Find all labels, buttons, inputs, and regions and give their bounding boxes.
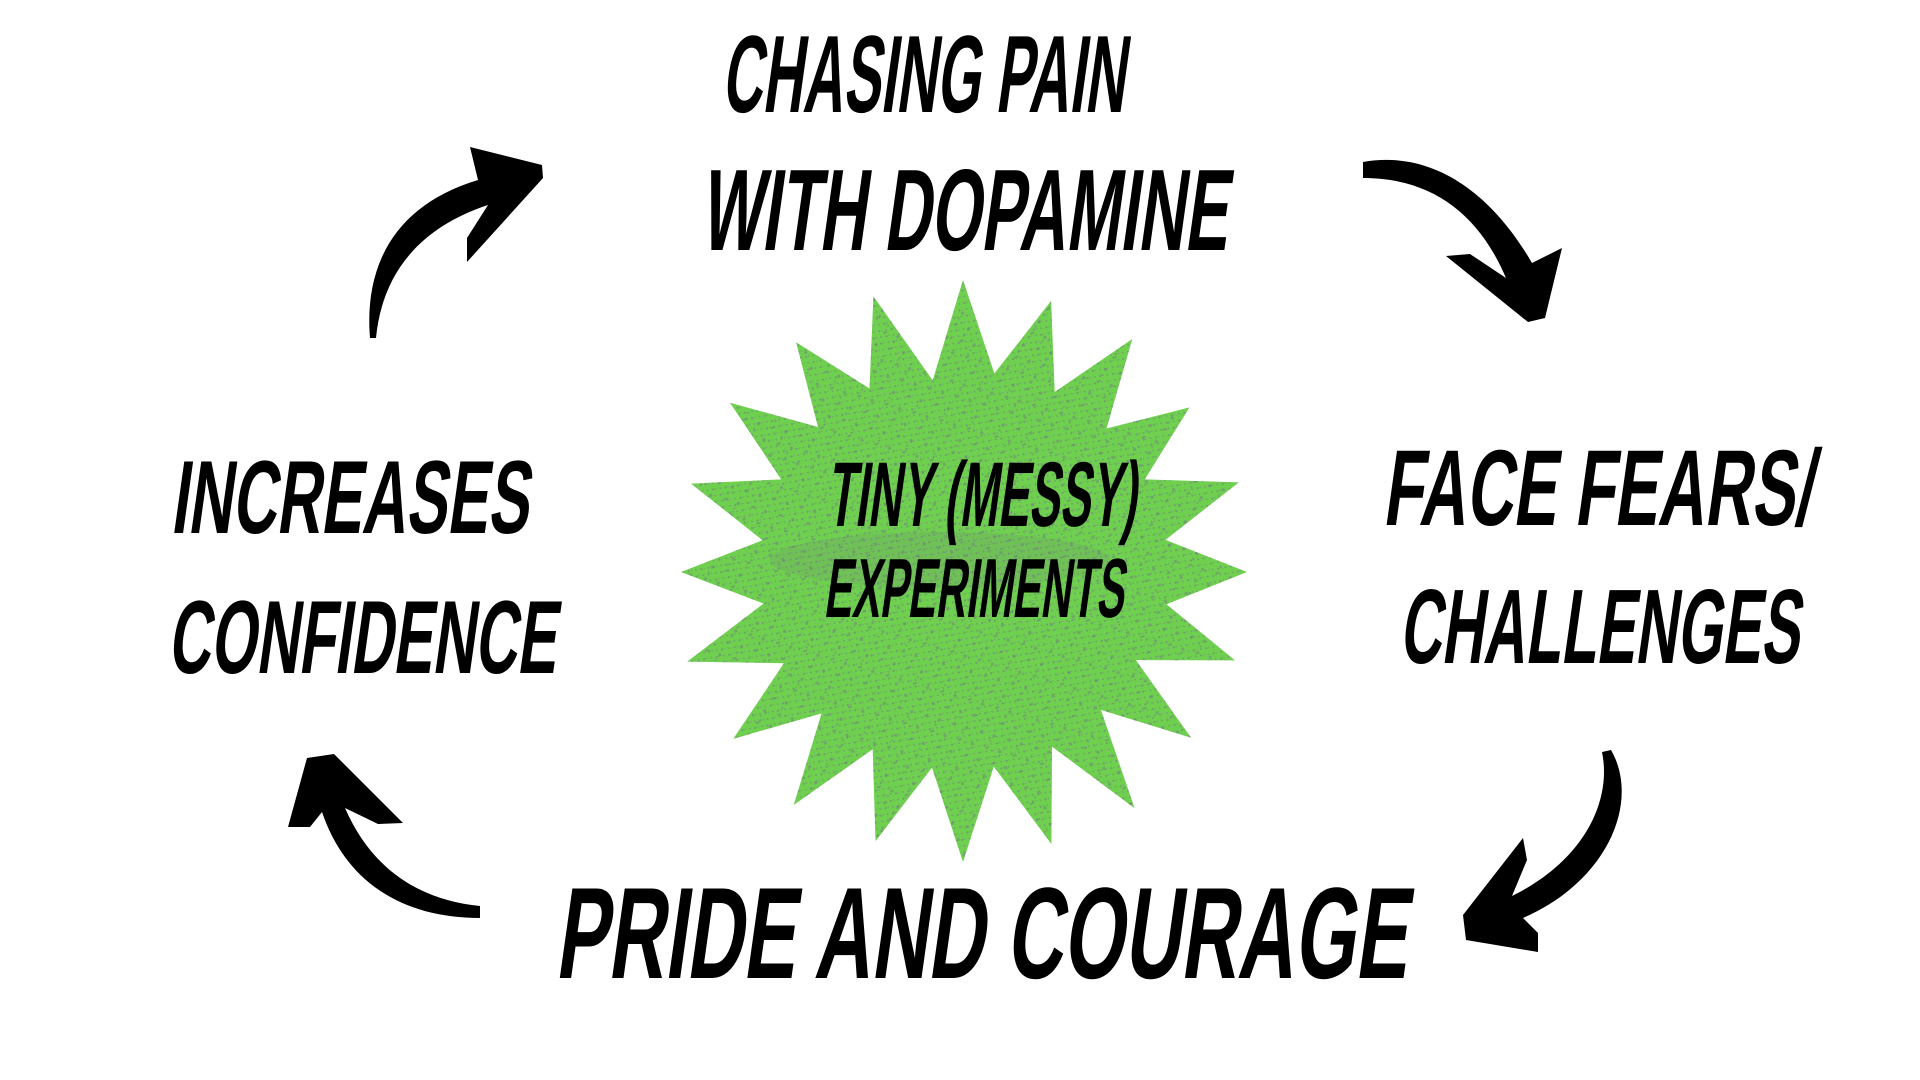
node-top: CHASING PAIN WITH DOPAMINE	[696, 13, 1241, 275]
curved-arrow-up-right-icon	[369, 147, 543, 338]
curved-arrow-down-right-icon	[1363, 159, 1562, 322]
node-top-line2: WITH DOPAMINE	[696, 145, 1241, 275]
node-right: FACE FEARS/ CHALLENGES	[1379, 427, 1826, 685]
center-label: TINY (MESSY) EXPERIMENTS	[821, 442, 1148, 635]
node-left-line1: INCREASES	[167, 439, 541, 555]
node-right-line1: FACE FEARS/	[1379, 427, 1826, 547]
center-label-line2: EXPERIMENTS	[821, 541, 1134, 635]
node-bottom: PRIDE AND COURAGE	[551, 861, 1423, 1006]
node-top-line1: CHASING PAIN	[718, 13, 1138, 135]
node-bottom-line1: PRIDE AND COURAGE	[551, 861, 1423, 1006]
node-right-line2: CHALLENGES	[1396, 567, 1813, 685]
node-left-line2: CONFIDENCE	[164, 579, 568, 695]
curved-arrow-up-left-icon	[288, 754, 480, 918]
center-label-line1: TINY (MESSY)	[823, 442, 1148, 545]
node-left: INCREASES CONFIDENCE	[164, 439, 568, 695]
curved-arrow-down-left-icon	[1463, 750, 1622, 952]
starburst-shape	[681, 280, 1247, 862]
